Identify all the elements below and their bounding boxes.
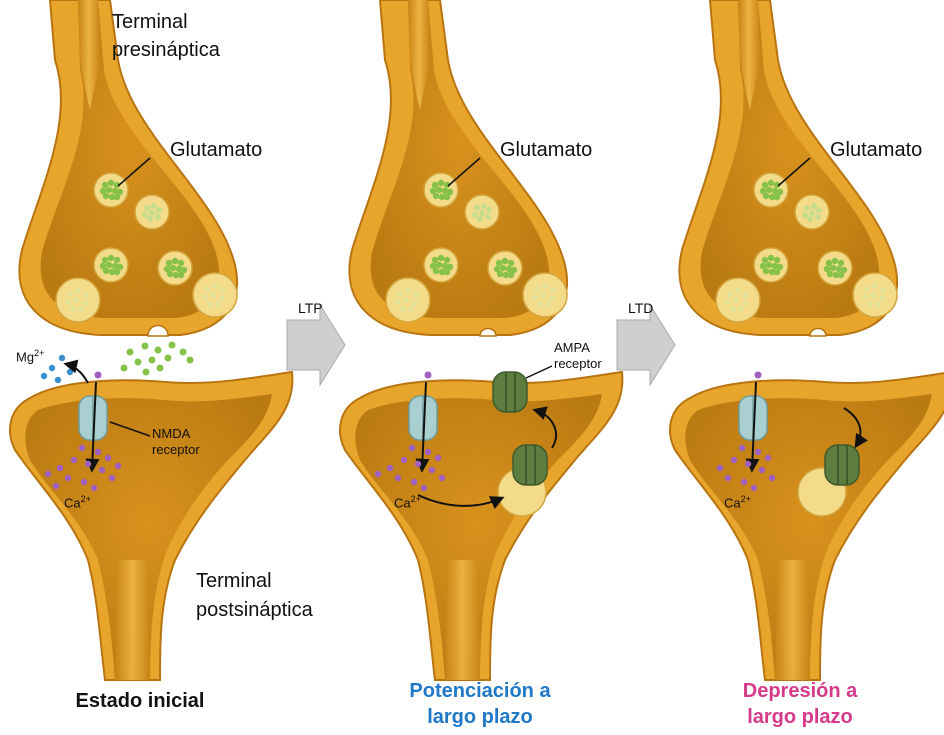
fusion-pore <box>480 329 496 337</box>
ca-ion <box>425 372 432 379</box>
caption-initial: Estado inicial <box>40 688 240 714</box>
ltd-transition-arrow <box>617 305 675 385</box>
glutamate-label-ltp: Glutamato <box>500 138 592 162</box>
mg-ions <box>41 355 73 383</box>
ampa-receptor-shape <box>493 372 527 412</box>
caption-ltd-line-2: largo plazo <box>700 704 900 730</box>
ca-label-initial: Ca2+ <box>64 494 91 510</box>
vesicle <box>135 195 169 229</box>
vesicle <box>424 248 458 282</box>
nmda-label-1: NMDA <box>152 426 190 441</box>
ltp-transition-arrow <box>287 305 345 385</box>
vesicle <box>424 173 458 207</box>
ampa-label-2: receptor <box>554 356 602 371</box>
ampa-receptor-shape <box>825 445 859 485</box>
caption-ltp-line-2: largo plazo <box>380 704 580 730</box>
vesicle <box>716 278 760 322</box>
mg-label: Mg2+ <box>16 348 44 364</box>
vesicle <box>754 248 788 282</box>
ampa-receptor-shape <box>513 445 547 485</box>
caption-ltd: Depresión a largo plazo <box>700 678 900 730</box>
fusion-pore <box>810 329 826 337</box>
vesicle <box>795 195 829 229</box>
ca-ion <box>95 372 102 379</box>
terminal-pre-label-2: presináptica <box>112 38 220 62</box>
postsynaptic-terminal <box>10 372 292 680</box>
ltp-arrow-label: LTP <box>298 300 323 316</box>
released-glutamate <box>121 342 194 376</box>
vesicle <box>56 278 100 322</box>
ampa-label-1: AMPA <box>554 340 590 355</box>
ltd-arrow-label: LTD <box>628 300 653 316</box>
vesicle <box>94 173 128 207</box>
terminal-post-label-2: postsináptica <box>196 598 313 622</box>
vesicle <box>488 251 522 285</box>
vesicle <box>523 273 567 317</box>
nmda-label-2: receptor <box>152 442 200 457</box>
caption-ltd-line-1: Depresión a <box>700 678 900 704</box>
caption-ltp: Potenciación a largo plazo <box>380 678 580 730</box>
glutamate-label-initial: Glutamato <box>170 138 262 162</box>
vesicle <box>465 195 499 229</box>
vesicle <box>193 273 237 317</box>
ca-label-ltp: Ca2+ <box>394 494 421 510</box>
ca-ion <box>755 372 762 379</box>
vesicle <box>853 273 897 317</box>
panel-ltd <box>670 0 944 680</box>
glutamate-label-ltd: Glutamato <box>830 138 922 162</box>
postsynaptic-terminal <box>340 372 622 680</box>
ampa-pointer <box>526 366 552 378</box>
vesicle <box>818 251 852 285</box>
postsynaptic-terminal <box>670 372 944 680</box>
vesicle <box>754 173 788 207</box>
vesicle <box>94 248 128 282</box>
ca-label-ltd: Ca2+ <box>724 494 751 510</box>
vesicle <box>386 278 430 322</box>
vesicle <box>158 251 192 285</box>
caption-ltp-line-1: Potenciación a <box>380 678 580 704</box>
terminal-pre-label-1: Terminal <box>112 10 188 34</box>
terminal-post-label-1: Terminal <box>196 569 272 593</box>
